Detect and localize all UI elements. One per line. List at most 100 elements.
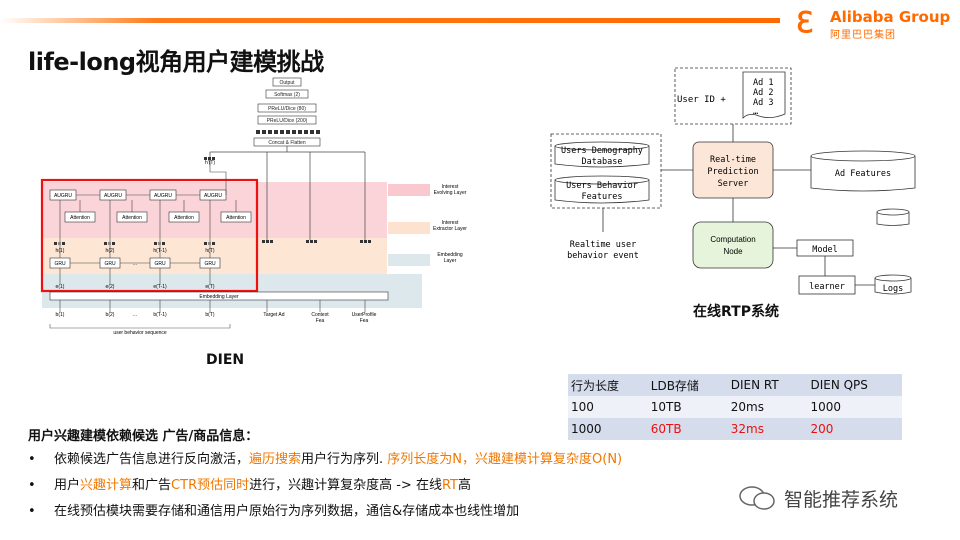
embedding-layer-box — [49, 291, 389, 301]
embedding-layer-label: Embedding Layer — [199, 294, 239, 300]
table-row: 100 10TB 20ms 1000 — [568, 396, 902, 418]
final-state-vector — [204, 157, 215, 160]
bullet-item: 在线预估模块需要存储和通信用户原始行为序列数据，通信&存储成本也线性增加 — [28, 504, 728, 530]
ad-2: Ad 2 — [753, 88, 773, 98]
cylinder-logs — [876, 212, 910, 226]
behavior-sequence-label: user behavior sequence — [113, 330, 167, 336]
bullet-text: 进行，兴趣计算复杂度高 -> 在线 — [249, 478, 442, 493]
block-prelu-200: PReLU/Dice (200) — [267, 118, 308, 124]
table-cell-highlight: 200 — [807, 418, 902, 440]
gru-3: GRU — [154, 261, 166, 267]
users-behavior-1: Users Behavior — [566, 181, 638, 191]
legend-swatch-embedding — [388, 254, 430, 266]
cylinder-logs-2 — [874, 278, 912, 295]
table-cell: 100 — [568, 396, 648, 418]
augru-2: AUGRU — [104, 193, 122, 199]
user-db-dashed-box — [550, 133, 662, 209]
watermark-text: 智能推荐系统 — [784, 489, 899, 511]
input-b2: b(2) — [106, 312, 115, 318]
cylinder-demography — [554, 146, 650, 168]
dien-diagram: Interest Evolving Layer Interest Extract… — [40, 77, 467, 336]
cylinder-behavior-top — [554, 175, 650, 185]
computation-node-box — [692, 221, 774, 269]
rtp-caption: 在线RTP系统 — [693, 304, 779, 320]
gru-1: GRU — [54, 261, 66, 267]
users-demography-1: Users Demography — [561, 146, 643, 156]
augru-4: AUGRU — [204, 193, 222, 199]
block-softmax: Softmax (2) — [274, 92, 300, 98]
input-context-1: Context — [311, 312, 329, 318]
table-cell: 1000 — [568, 418, 648, 440]
model-label: Model — [812, 245, 838, 255]
ad-more: … — [753, 107, 758, 117]
ad-1: Ad 1 — [753, 78, 773, 88]
rtp-diagram: User ID + Ad 1 Ad 2 Ad 3 … Users Demogra… — [550, 67, 916, 295]
block-concat: Concat & Flatten — [268, 140, 305, 146]
user-id-label: User ID + — [677, 95, 726, 105]
bullet-highlight: 遍历搜索 — [249, 452, 302, 467]
server-line-3: Server — [718, 179, 749, 189]
augru-1: AUGRU — [54, 193, 72, 199]
input-bT: b(T) — [205, 312, 215, 318]
input-target-ad: Target Ad — [263, 312, 284, 318]
cylinder-ad-features — [810, 156, 916, 192]
recurrent-arrows — [59, 167, 366, 312]
behavior-brace — [49, 324, 231, 329]
attention-3: Attention — [174, 215, 194, 221]
header-accent-bar — [0, 18, 780, 23]
h-T: h(T) — [205, 248, 215, 254]
legend-swatch-evolving — [388, 184, 430, 196]
gru-ellipsis: ... — [133, 261, 137, 267]
bullet-text: 用户行为序列. — [301, 452, 388, 467]
logo-text: Alibaba Group — [830, 8, 951, 26]
section-heading: 用户兴趣建模依赖候选 广告/商品信息： — [28, 429, 259, 444]
bullet-item: 用户兴趣计算和广告CTR预估同时进行，兴趣计算复杂度高 -> 在线RT高 — [28, 478, 728, 504]
h-2: h(2) — [106, 248, 115, 254]
legend-extractor-2: Extractor Layer — [433, 226, 467, 232]
h-T-1: h(T-1) — [153, 248, 167, 254]
legend-swatch-extractor — [388, 222, 430, 234]
computation-1: Computation — [710, 235, 755, 244]
cylinder-logs-top — [876, 208, 910, 216]
table-cell: 1000 — [807, 396, 902, 418]
table-header-cell: DIEN RT — [727, 374, 808, 396]
input-bT-1: b(T-1) — [153, 312, 167, 318]
hidden-vectors — [54, 240, 371, 245]
table-cell: 10TB — [647, 396, 728, 418]
attention-4: Attention — [226, 215, 246, 221]
bullet-text: 在线预估模块需要存储和通信用户原始行为序列数据，通信&存储成本也线性增加 — [54, 504, 520, 519]
augru-3: AUGRU — [154, 193, 172, 199]
learner-label: learner — [809, 282, 845, 292]
server-line-1: Real-time — [710, 155, 756, 165]
legend-evolving-2: Evolving Layer — [434, 190, 467, 196]
e-2: e(2) — [106, 284, 115, 290]
table-header-cell: 行为长度 — [568, 374, 648, 396]
legend-embedding-2: Layer — [444, 258, 457, 264]
ad-features-label: Ad Features — [835, 169, 891, 179]
block-output: Output — [279, 80, 295, 86]
e-T-1: e(T-1) — [153, 284, 167, 290]
h-1: h(1) — [56, 248, 65, 254]
users-demography-2: Database — [582, 157, 623, 167]
logs-label: Logs — [883, 284, 903, 294]
h-prime-T: h'(T) — [205, 160, 215, 166]
cylinder-ad-features-top — [810, 150, 916, 162]
cylinder-logs-2-top — [874, 274, 912, 282]
input-ellipsis: ... — [133, 312, 137, 318]
realtime-event-1: Realtime user — [570, 240, 637, 250]
legend-extractor-1: Interest — [442, 220, 459, 226]
realtime-event-2: behavior event — [567, 251, 639, 261]
bullet-highlight: RT — [441, 478, 458, 493]
alibaba-logo: ℇ Alibaba Group 阿里巴巴集团 — [796, 6, 950, 42]
cylinder-demography-top — [554, 141, 650, 151]
gru-2: GRU — [104, 261, 116, 267]
rtp-connectors — [602, 124, 875, 286]
input-profile-1: UserProfile — [352, 312, 377, 318]
concat-vector — [256, 130, 320, 134]
wechat-icon — [739, 486, 775, 510]
e-T: e(T) — [205, 284, 215, 290]
input-profile-2: Fea — [360, 318, 369, 324]
ads-document — [742, 71, 786, 119]
bullet-item: 依赖候选广告信息进行反向激活，遍历搜索用户行为序列. 序列长度为N，兴趣建模计算… — [28, 452, 728, 478]
table-cell-highlight: 60TB — [647, 418, 728, 440]
